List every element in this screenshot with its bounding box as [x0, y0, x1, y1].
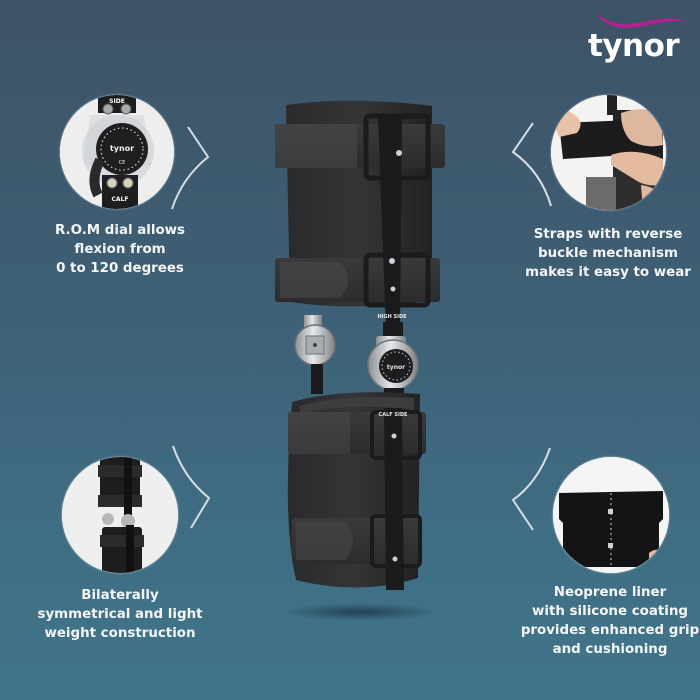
feature-image-neoprene-liner	[553, 457, 669, 573]
feature-image-reverse-buckle	[551, 95, 666, 210]
svg-text:SIDE: SIDE	[109, 98, 125, 105]
caption-line: flexion from	[74, 242, 166, 257]
svg-text:HIGH SIDE: HIGH SIDE	[377, 314, 407, 320]
feature-caption-rom-dial: R.O.M dial allows flexion from 0 to 120 …	[20, 221, 220, 278]
caption-line: and cushioning	[552, 642, 668, 657]
lower-upright-bar	[384, 408, 404, 590]
caption-line: buckle mechanism	[538, 246, 678, 261]
caption-line: symmetrical and light	[37, 607, 203, 622]
caption-line: Straps with reverse	[533, 227, 683, 242]
feature-image-bilateral	[62, 457, 178, 573]
svg-text:CE: CE	[119, 160, 126, 166]
svg-text:tynor: tynor	[110, 144, 134, 153]
feature-caption-reverse-buckle: Straps with reverse buckle mechanism mak…	[508, 225, 700, 282]
rom-dial-closeup-image: SIDE tynor CE CALF	[60, 95, 174, 209]
caption-line: R.O.M dial allows	[54, 223, 186, 238]
caption-line: Neoprene liner	[553, 585, 667, 600]
caption-line: with silicone coating	[532, 604, 688, 619]
svg-text:CALF SIDE: CALF SIDE	[379, 412, 408, 418]
caption-line: 0 to 120 degrees	[56, 261, 184, 276]
brace-side-view-image	[62, 457, 178, 573]
caption-line: weight construction	[44, 626, 196, 641]
caption-line: makes it easy to wear	[525, 265, 691, 280]
feature-caption-bilateral: Bilaterally symmetrical and light weight…	[20, 586, 220, 643]
logo-swoosh-icon	[596, 13, 690, 28]
upper-upright-bar	[378, 118, 402, 330]
brand-logo: tynor	[586, 8, 696, 70]
feature-image-rom-dial: SIDE tynor CE CALF	[60, 95, 174, 209]
svg-text:tynor: tynor	[387, 364, 405, 371]
brace-shadow	[282, 603, 438, 621]
caption-line: provides enhanced grip	[520, 623, 700, 638]
svg-text:CALF: CALF	[112, 196, 129, 203]
neoprene-liner-image	[553, 457, 669, 573]
caption-line: Bilaterally	[81, 588, 159, 603]
strap-fastening-image	[551, 95, 666, 210]
brand-wordmark: tynor	[588, 28, 680, 64]
feature-caption-neoprene-liner: Neoprene liner with silicone coating pro…	[510, 583, 700, 659]
